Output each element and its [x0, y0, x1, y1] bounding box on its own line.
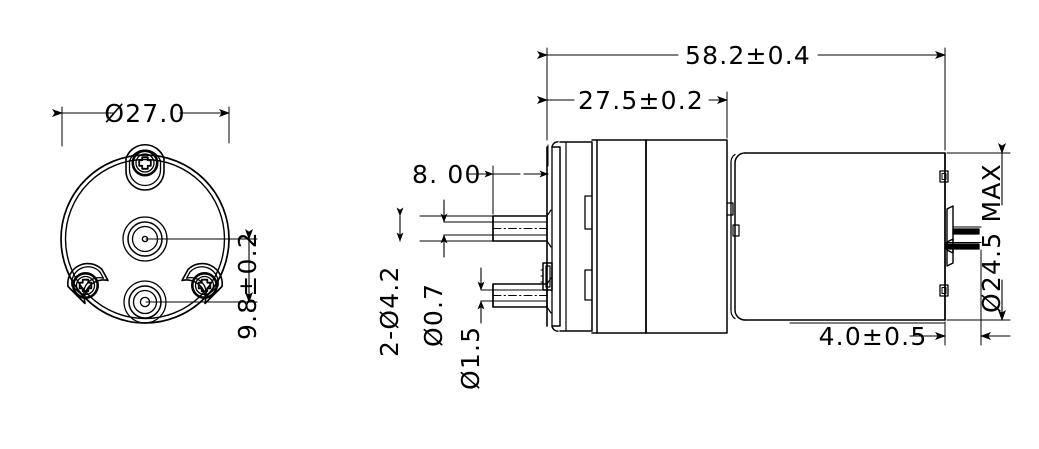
- screw-head-bl: [72, 271, 100, 299]
- gearbox-side-connector: [540, 262, 553, 291]
- screw-head-br: [191, 271, 219, 299]
- dim-label-pin-large: Ø1.5: [456, 326, 485, 390]
- dim-gearbox-length: [537, 91, 728, 139]
- dim-label-shaft-diameter: 2-Ø4.2: [375, 265, 404, 357]
- screw-boss-top: [125, 143, 165, 191]
- dim-can-diameter: [946, 143, 1011, 321]
- output-shaft-upper: [492, 209, 552, 248]
- dim-shaft-length: [468, 144, 549, 215]
- dim-label-gearbox-length: 27.5±0.2: [578, 86, 704, 115]
- gearbox-housing: [540, 139, 734, 334]
- dim-label-terminal-offset: 4.0±0.5: [819, 322, 928, 351]
- screw-boss-bottom-right: [181, 262, 224, 305]
- dim-front-diameter: [52, 106, 230, 147]
- dim-shaft-offset: [145, 229, 258, 303]
- dim-label-front-diameter: Ø27.0: [104, 99, 185, 128]
- dim-overall-length: [537, 47, 946, 151]
- dim-pin-small: [440, 199, 495, 258]
- dim-label-shaft-offset: 9.8±0.2: [233, 231, 262, 340]
- output-shaft-lower: [492, 277, 552, 314]
- motor-terminals: [939, 170, 982, 297]
- dim-pin-large: [477, 267, 495, 324]
- dim-label-shaft-length: 8. 00: [412, 160, 482, 189]
- dim-label-pin-small: Ø0.7: [419, 283, 448, 347]
- dim-shaft-diameter: [396, 207, 495, 242]
- phillips-cross-top: [138, 156, 152, 170]
- dim-label-overall-length: 58.2±0.4: [685, 41, 811, 70]
- dim-label-can-diameter: Ø24.5 MAX: [977, 163, 1006, 313]
- side-view: [396, 47, 1011, 346]
- screw-head-top: [131, 149, 159, 177]
- screw-boss-bottom-left: [66, 262, 109, 305]
- phillips-cross-br: [197, 278, 212, 293]
- front-view: [52, 106, 258, 324]
- dim-terminal-offset: [789, 249, 1011, 346]
- motor-can: [730, 152, 946, 321]
- phillips-cross-bl: [78, 278, 93, 293]
